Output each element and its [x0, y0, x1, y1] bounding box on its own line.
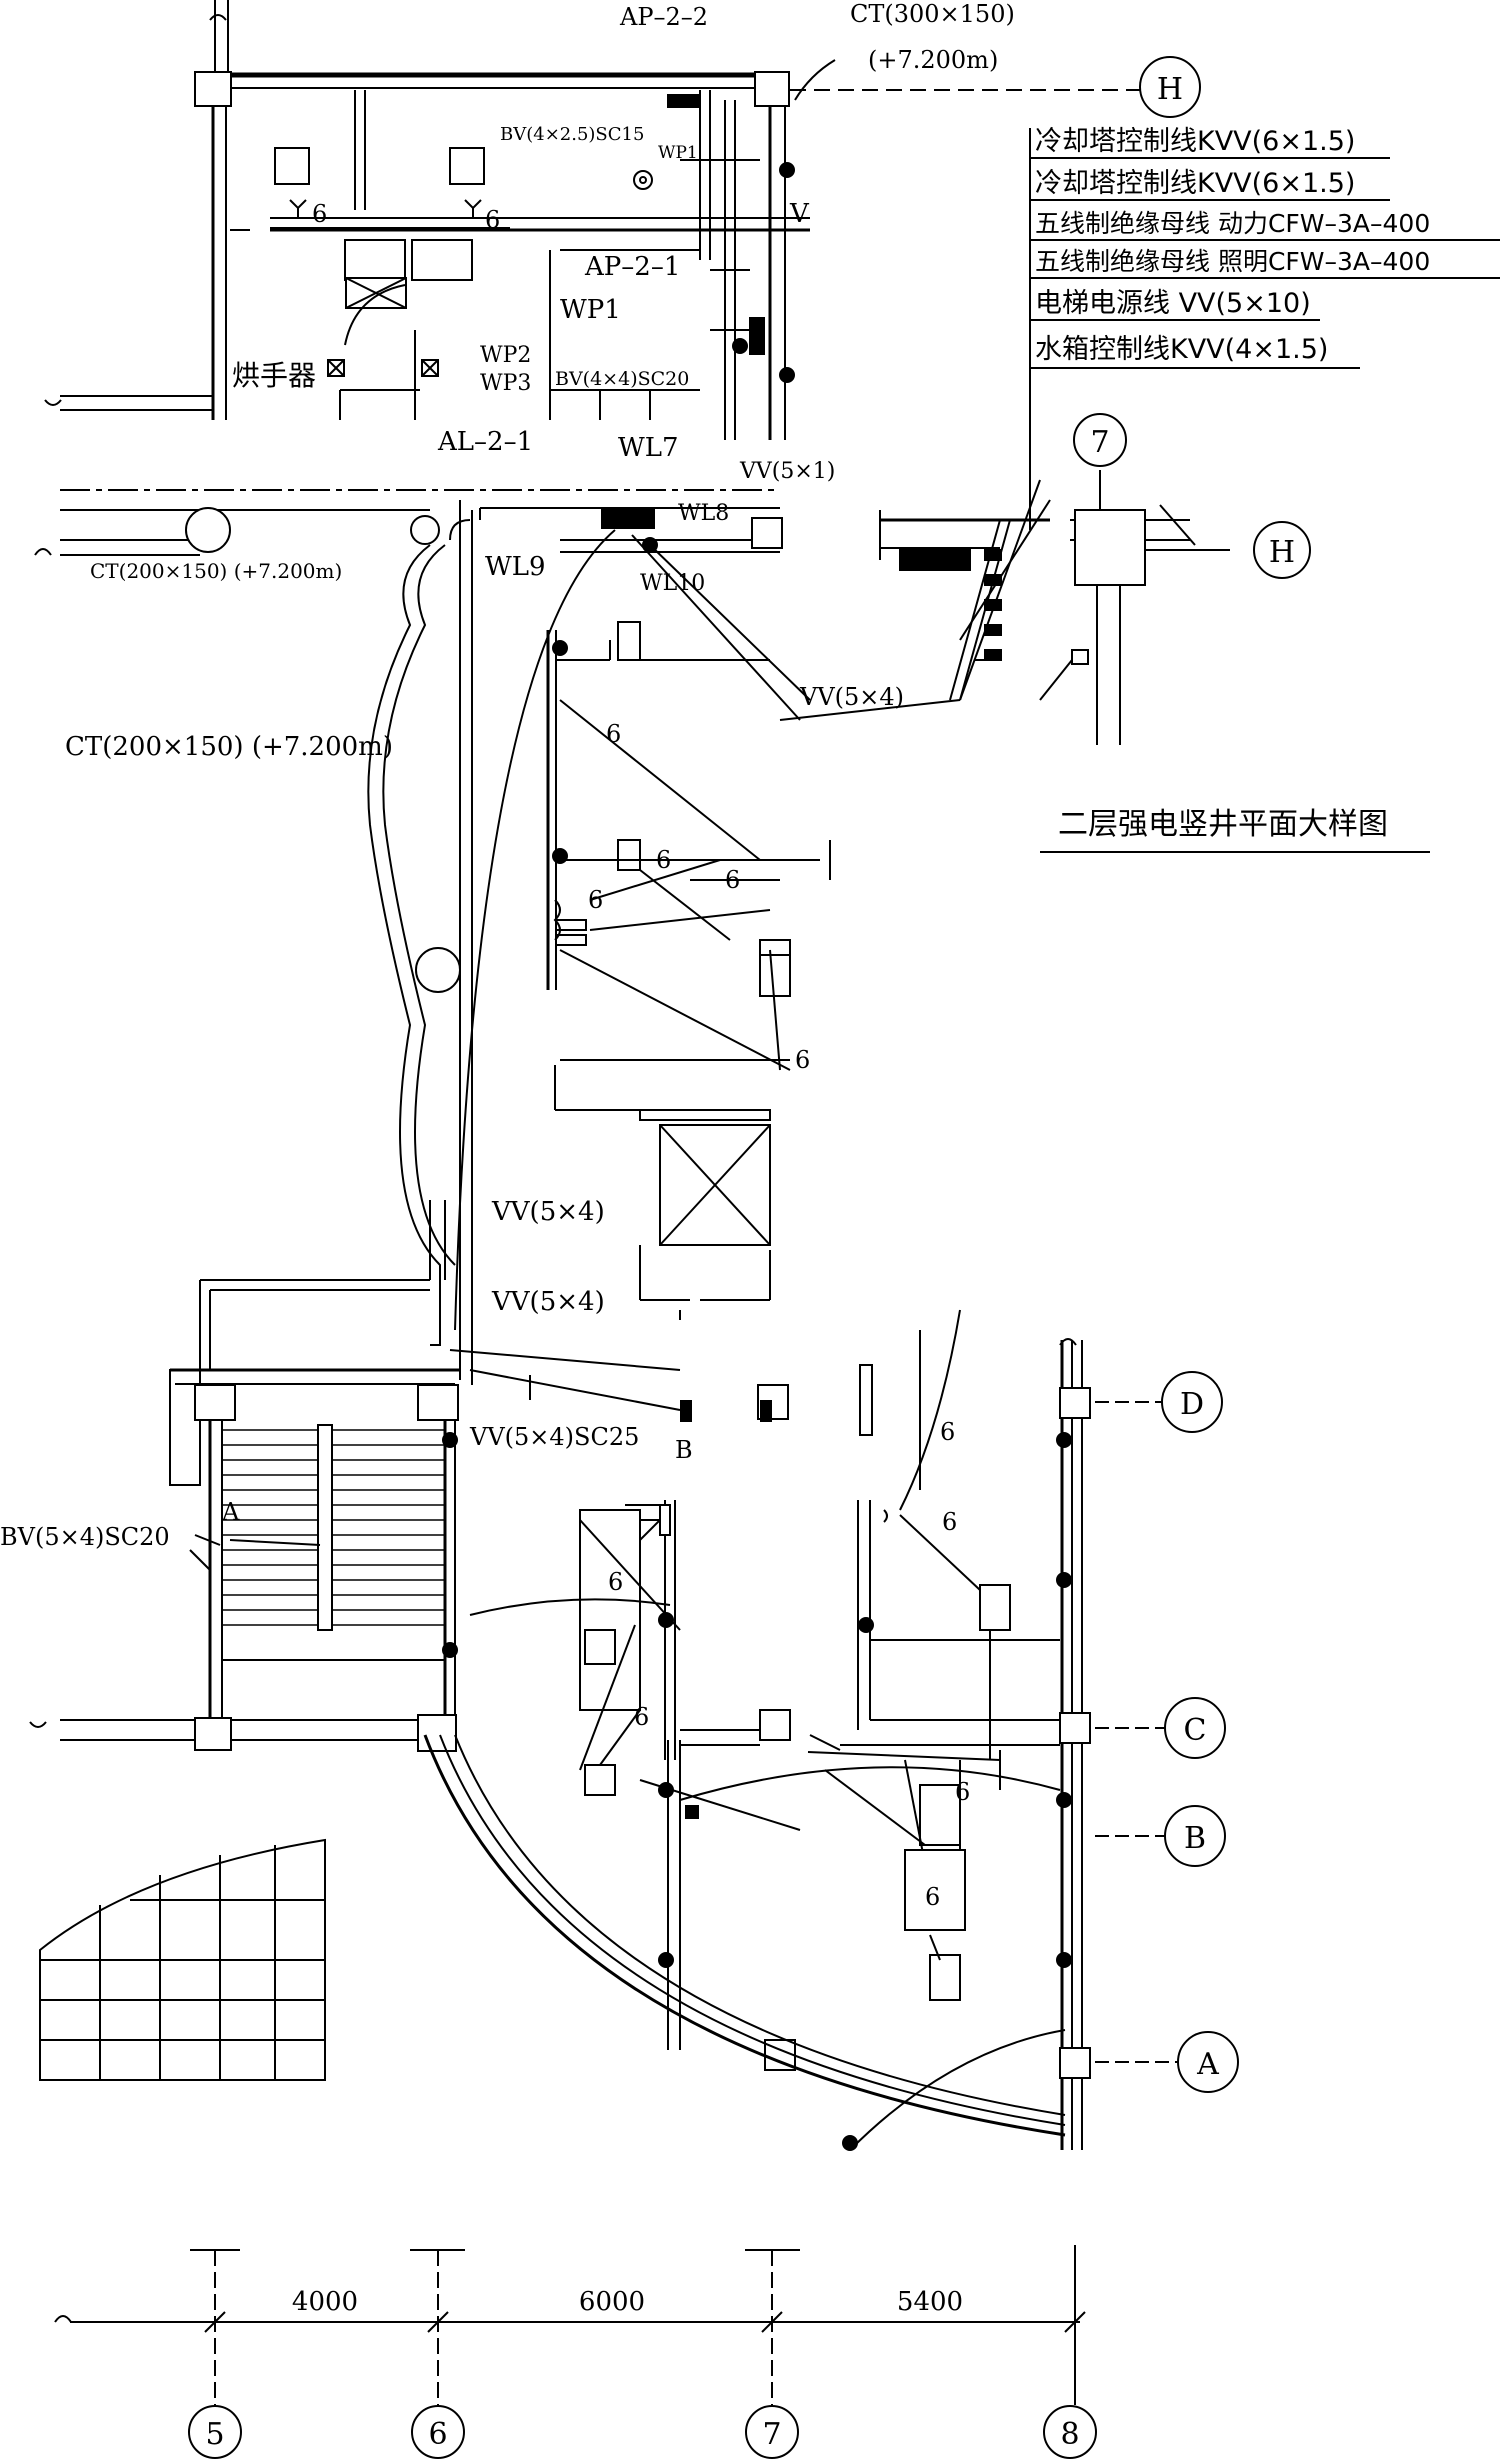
- cable-runs: [189, 534, 991, 1831]
- label-bv-4x2-5: BV(4×2.5)SC15: [500, 124, 644, 145]
- detail-axis-7: 7: [1090, 425, 1109, 460]
- central-core: [423, 621, 1091, 2151]
- label-wl10: WL10: [640, 571, 705, 596]
- shaft-detail: 7 H 二层强电竖井平面大样图: [779, 413, 1430, 853]
- annotation-labels: AP–2–2 CT(300×150) (+7.200m) BV(4×2.5)SC…: [0, 0, 1015, 1551]
- label-bv-4x4-sc20: BV(4×4)SC20: [555, 368, 689, 390]
- label-vv-5x4-c: VV(5×4): [491, 1287, 605, 1317]
- count-mark: 6: [606, 720, 621, 748]
- detail-axis-h: H: [1269, 535, 1295, 570]
- circuit-count-marks: 6 6 6 6 6 6 6 6 6 6 6 6 6: [312, 200, 970, 1911]
- count-mark: 6: [608, 1568, 623, 1596]
- upper-rooms: [44, 0, 1140, 440]
- label-vv-5x4-b: VV(5×4): [491, 1197, 605, 1227]
- label-point-a: A: [221, 1498, 240, 1526]
- legend-item-5: 电梯电源线 VV(5×10): [1035, 288, 1311, 319]
- label-wl8: WL8: [678, 501, 729, 526]
- axis-label-b: B: [1184, 1821, 1206, 1856]
- label-ap-2-2: AP–2–2: [619, 3, 708, 31]
- dimension-5400: 5400: [897, 2287, 963, 2317]
- axis-label-h-top: H: [1157, 72, 1183, 107]
- label-bv-5x4-sc20: BV(5×4)SC20: [0, 1523, 170, 1551]
- count-mark: 6: [795, 1046, 810, 1074]
- legend-item-2: 冷却塔控制线KVV(6×1.5): [1035, 168, 1355, 199]
- label-wp3: WP3: [480, 371, 531, 396]
- label-wl7: WL7: [618, 433, 679, 463]
- label-wp2: WP2: [480, 343, 531, 368]
- count-mark: 6: [955, 1778, 970, 1806]
- label-al-2-1: AL–2–1: [437, 427, 533, 457]
- legend-item-6: 水箱控制线KVV(4×1.5): [1035, 334, 1328, 365]
- count-mark: 6: [485, 206, 500, 234]
- count-mark: 6: [312, 200, 327, 228]
- axis-label-8: 8: [1060, 2417, 1079, 2452]
- label-wp1: WP1: [560, 295, 621, 325]
- label-point-b: B: [675, 1436, 693, 1464]
- legend-item-3: 五线制绝缘母线 动力CFW–3A–400: [1035, 209, 1430, 238]
- dimension-4000: 4000: [292, 2287, 358, 2317]
- count-mark: 6: [634, 1703, 649, 1731]
- count-mark: 6: [940, 1418, 955, 1446]
- label-ct-200-mid: CT(200×150) (+7.200m): [65, 732, 393, 762]
- axis-label-6: 6: [428, 2417, 447, 2452]
- dimension-6000: 6000: [579, 2287, 645, 2317]
- label-vv-5x1: VV(5×1): [739, 459, 835, 484]
- label-ct-300-elev: (+7.200m): [868, 46, 998, 74]
- label-wl9: WL9: [485, 552, 546, 582]
- grid-axes: H D C B A 5 6 7 8: [188, 56, 1239, 2459]
- count-mark: 6: [656, 846, 671, 874]
- axis-label-a: A: [1196, 2047, 1219, 2082]
- label-ct-300: CT(300×150): [850, 0, 1015, 28]
- detail-title: 二层强电竖井平面大样图: [1058, 807, 1388, 842]
- dimension-line: 4000 6000 5400: [54, 2245, 1086, 2405]
- label-ap-2-1: AP–2–1: [584, 252, 680, 282]
- label-vv-5x4-sc25: VV(5×4)SC25: [469, 1423, 639, 1451]
- count-mark: 6: [588, 886, 603, 914]
- legend-item-4: 五线制绝缘母线 照明CFW–3A–400: [1035, 247, 1430, 276]
- stair-core: [29, 1368, 460, 2081]
- riser-legend: 冷却塔控制线KVV(6×1.5) 冷却塔控制线KVV(6×1.5) 五线制绝缘母…: [1029, 126, 1500, 530]
- label-hand-dryer: 烘手器: [232, 359, 316, 392]
- axis-label-c: C: [1184, 1713, 1207, 1748]
- axis-label-7: 7: [762, 2417, 781, 2452]
- label-vv-5x4-a: VV(5×4): [799, 683, 904, 711]
- light-fixtures: [442, 162, 1072, 2151]
- axis-label-5: 5: [205, 2417, 224, 2452]
- count-mark: 6: [725, 866, 740, 894]
- axis-label-d: D: [1180, 1387, 1204, 1422]
- label-ct-200-top: CT(200×150) (+7.200m): [90, 559, 342, 583]
- count-mark: 6: [925, 1883, 940, 1911]
- corridor: [34, 489, 783, 1385]
- outlets: [553, 899, 888, 1536]
- legend-item-1: 冷却塔控制线KVV(6×1.5): [1035, 126, 1355, 157]
- label-v: V: [789, 199, 810, 229]
- label-wp1-small: WP1: [658, 143, 698, 163]
- count-mark: 6: [942, 1508, 957, 1536]
